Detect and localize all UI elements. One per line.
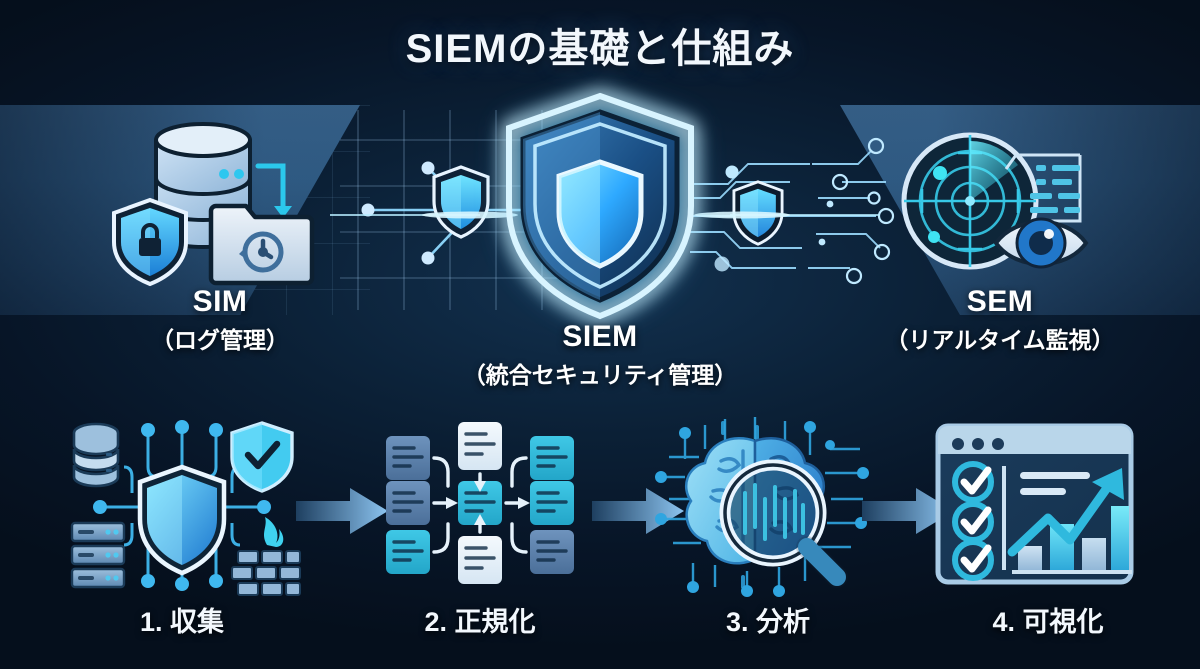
glowing-shield-icon <box>506 92 694 320</box>
eye-icon <box>993 217 1089 269</box>
shield-icon <box>137 464 227 576</box>
light-streak-icon <box>330 211 880 219</box>
folder-history-icon <box>208 203 315 286</box>
pillar-subtitle-siem: （統合セキュリティ管理） <box>462 362 738 388</box>
page-title: SIEMの基礎と仕組み <box>405 27 795 71</box>
step-label-4: 4. 可視化 <box>992 607 1104 637</box>
pillar-label-siem: SIEM （統合セキュリティ管理） <box>440 320 760 390</box>
database-icon <box>72 422 120 488</box>
step-3-icon <box>655 417 869 597</box>
firewall-icon <box>231 517 301 596</box>
pillar-name-sim: SIM <box>192 285 248 318</box>
pillar-subtitle-sem: （リアルタイム監視） <box>885 327 1115 353</box>
sim-icon-group <box>112 122 315 287</box>
step-4-icon <box>935 423 1134 585</box>
pillar-subtitle-sim: （ログ管理） <box>151 327 289 353</box>
check-shield-icon <box>230 421 294 493</box>
down-arrow-icon <box>255 163 286 211</box>
step-connector-arrow-3 <box>862 488 954 534</box>
sem-icon-group <box>901 132 1089 270</box>
arrow-path <box>432 456 450 488</box>
server-rack-icon <box>70 521 126 589</box>
lock-shield-icon <box>112 197 188 287</box>
step-2-icon <box>386 422 574 584</box>
magnifier-icon <box>719 459 848 588</box>
checkmark-icon <box>952 461 994 581</box>
step-connector-arrow-1 <box>296 488 388 534</box>
pillar-label-sim: SIM （ログ管理） <box>60 285 380 355</box>
step-label-3: 3. 分析 <box>725 607 811 637</box>
pillar-name-siem: SIEM <box>562 320 638 353</box>
pillar-name-sem: SEM <box>966 285 1034 318</box>
step-label-1: 1. 収集 <box>139 607 225 637</box>
step-label-2: 2. 正規化 <box>424 607 536 637</box>
trend-arrow-icon <box>1007 468 1124 557</box>
step-1-icon <box>70 420 301 596</box>
pillar-label-sem: SEM （リアルタイム監視） <box>840 285 1160 355</box>
